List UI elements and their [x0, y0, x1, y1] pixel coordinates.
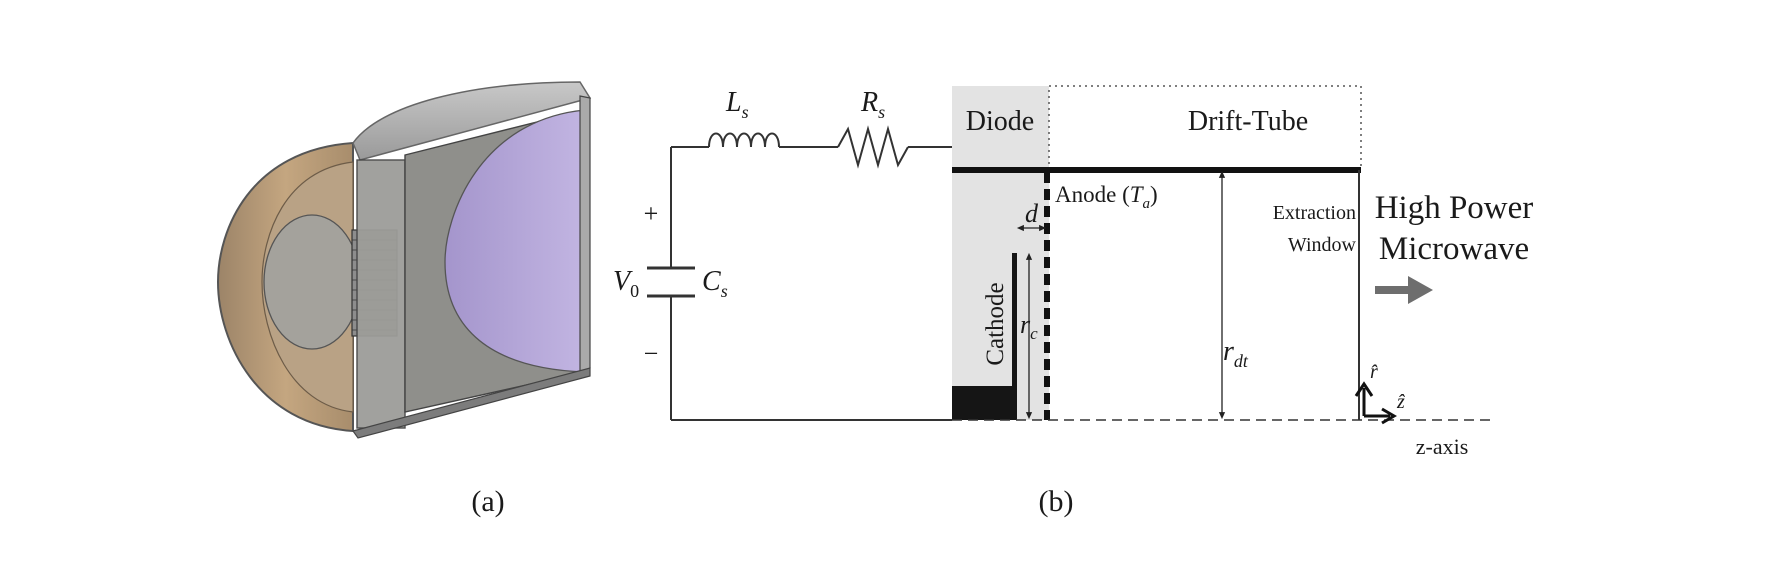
rdt-label: rdt	[1223, 336, 1249, 371]
cut-plane-diode	[356, 159, 406, 429]
z-axis-label: z-axis	[1416, 434, 1469, 459]
output-arrow	[1375, 276, 1433, 304]
diode-label: Diode	[966, 106, 1034, 137]
resistor-symbol	[837, 125, 909, 169]
plus-sign: +	[644, 199, 659, 228]
resistor-label: Rs	[860, 87, 885, 122]
capacitor-label: Cs	[702, 266, 728, 301]
inductor-symbol	[708, 132, 780, 148]
output-label-2: Microwave	[1379, 231, 1529, 267]
svg-text:Cs: Cs	[702, 266, 728, 301]
cathode-base	[952, 386, 1017, 420]
svg-text:Anode (Ta): Anode (Ta)	[1055, 182, 1158, 212]
minus-sign: −	[644, 339, 659, 368]
unit-vectors	[1354, 381, 1397, 425]
svg-text:Ls: Ls	[725, 87, 749, 122]
top-surface	[352, 81, 592, 161]
extraction-label-2: Window	[1288, 234, 1357, 256]
svg-text:rdt: rdt	[1223, 336, 1249, 371]
z-hat-label: ẑ	[1396, 391, 1405, 413]
svg-text:V0: V0	[613, 266, 639, 301]
extraction-label-1: Extraction	[1273, 202, 1356, 224]
drift-tube-label: Drift-Tube	[1188, 106, 1308, 137]
panel-a-drawing	[216, 81, 592, 439]
end-frame	[579, 95, 591, 374]
output-label-1: High Power	[1375, 190, 1534, 226]
svg-text:rc: rc	[1020, 310, 1038, 343]
svg-text:Rs: Rs	[860, 87, 885, 122]
drift-tube-outline	[1048, 85, 1362, 170]
circuit	[647, 125, 952, 421]
caption-a: (a)	[471, 485, 504, 518]
gap-d-label: d	[1025, 199, 1039, 228]
extraction-window-3d	[444, 109, 586, 373]
cathode-label: Cathode	[982, 282, 1009, 365]
cathode-stem	[1012, 253, 1017, 420]
r-hat-label: r̂	[1370, 361, 1378, 383]
source-label: V0	[613, 266, 639, 301]
rc-label: rc	[1020, 310, 1038, 343]
caption-b: (b)	[1039, 485, 1074, 518]
anode-label: Anode (Ta)	[1055, 182, 1158, 212]
cathode-disc	[263, 214, 361, 350]
diode-region	[952, 86, 1049, 420]
inductor-label: Ls	[725, 87, 749, 122]
bottom-rim	[352, 367, 591, 439]
